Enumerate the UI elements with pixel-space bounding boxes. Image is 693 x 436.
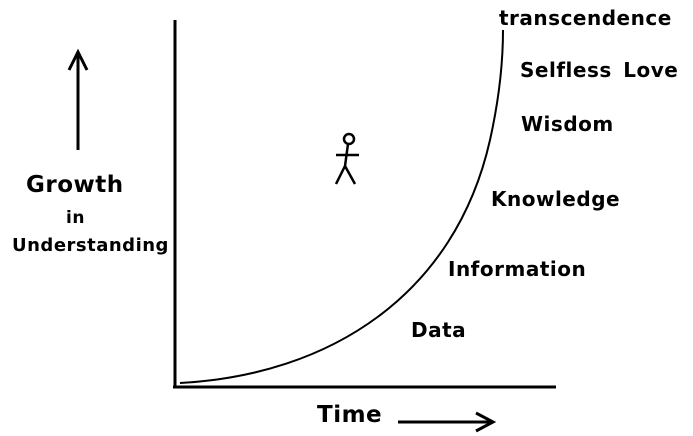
level-label-selfless-love: Selfless Love [520, 58, 679, 82]
level-label-transcendence: transcendence [499, 6, 672, 30]
y-axis-label-in: in [66, 208, 85, 228]
growth-curve [179, 29, 504, 384]
up-arrow-icon [67, 48, 89, 150]
level-label-knowledge: Knowledge [491, 187, 621, 211]
level-label-data: Data [411, 318, 467, 342]
y-axis-label-understanding: Understanding [12, 235, 169, 256]
stick-figure-icon [334, 132, 359, 185]
right-arrow-icon [398, 411, 497, 433]
level-label-information: Information [448, 257, 587, 281]
level-label-wisdom: Wisdom [521, 112, 614, 136]
y-axis-label-growth: Growth [26, 172, 124, 198]
x-axis-label-time: Time [317, 402, 383, 428]
